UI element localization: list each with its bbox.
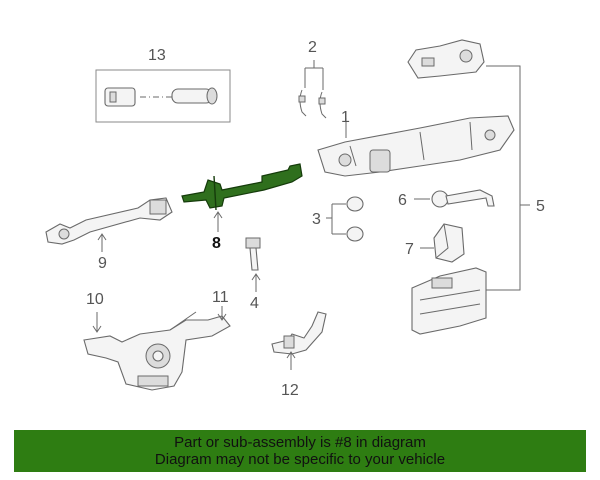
part-10-11-combination-switch[interactable] [83,311,231,391]
banner-line-1: Part or sub-assembly is #8 in diagram [174,434,426,451]
part-6-lever[interactable] [431,189,495,208]
leader-11 [217,306,227,321]
part-9-intermediate-shaft[interactable] [45,197,173,245]
part-7-block[interactable] [433,223,465,263]
callout-2: 2 [308,39,317,56]
part-5-lower-cover[interactable] [411,267,487,335]
leader-5 [484,65,530,291]
leader-8 [213,211,223,232]
callout-12: 12 [281,382,299,399]
leader-4 [251,273,261,292]
part-5-upper-bracket[interactable] [407,39,485,79]
callout-13: 13 [148,47,166,64]
callout-7: 7 [405,241,414,258]
leader-9 [97,233,107,252]
leader-12 [286,351,296,370]
parts-diagram: 13 2 1 5 6 3 [45,39,545,399]
banner-line-2: Diagram may not be specific to your vehi… [154,451,446,468]
callout-1: 1 [341,109,350,126]
part-12-wiper-lever[interactable] [271,311,327,355]
callout-4: 4 [250,295,259,312]
callout-6: 6 [398,192,407,209]
callout-3: 3 [312,211,321,228]
part-1-column-housing[interactable] [317,115,515,177]
callout-10: 10 [86,291,104,308]
leader-3 [326,203,346,235]
callout-8: 8 [212,235,221,252]
notice-banner: Part or sub-assembly is #8 in diagram Di… [14,430,586,472]
callout-11: 11 [212,289,229,306]
callout-9: 9 [98,255,107,272]
part-4-bolt[interactable] [245,237,261,271]
leader-10 [92,312,102,333]
part-2-clips[interactable] [298,89,327,119]
part-13-lock-cylinder-inset[interactable] [95,69,231,123]
callout-5: 5 [536,198,545,215]
part-8-steering-shaft-highlighted[interactable] [181,163,303,211]
part-3-bushings[interactable] [346,196,364,242]
leader-2 [304,60,324,90]
